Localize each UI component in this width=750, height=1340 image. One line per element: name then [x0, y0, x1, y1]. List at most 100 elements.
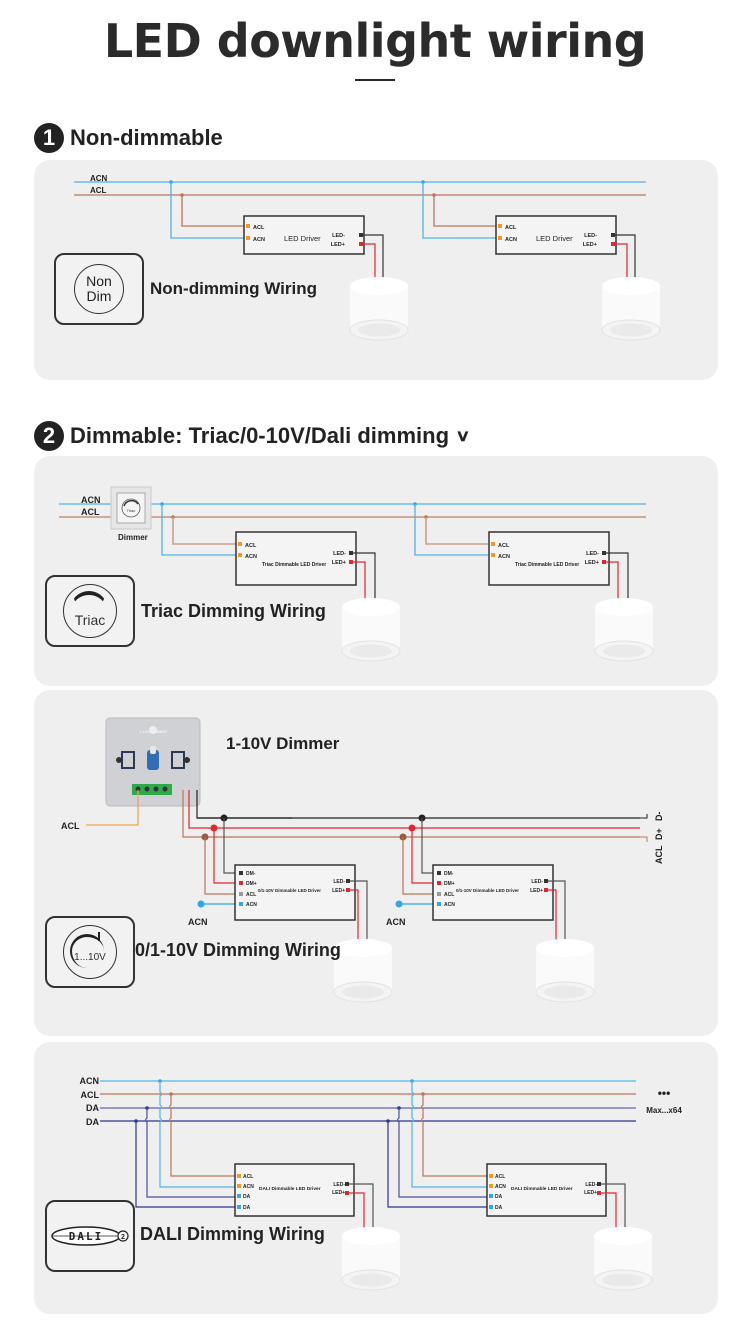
- terminal: [489, 1194, 493, 1198]
- v010-diagram: 1-10V DIMMER 1-10V Dimmer ACL D- D+ ACL: [61, 717, 664, 1003]
- wire: [213, 828, 239, 884]
- terminal: [349, 560, 353, 564]
- terminal: [594, 1234, 652, 1280]
- terminal: [237, 1194, 241, 1198]
- dimmer-title: 1-10V Dimmer: [226, 734, 340, 753]
- downlight-icon: [593, 1227, 653, 1291]
- wire: [387, 1121, 490, 1208]
- diagram-label: Triac Dimmable LED Driver: [262, 562, 326, 568]
- terminal: [544, 888, 548, 892]
- lamp-shape: [350, 277, 408, 295]
- diagram-label: ACN: [498, 554, 510, 560]
- triac-icon: Triac: [45, 575, 135, 647]
- terminal: [350, 284, 408, 330]
- terminal: [489, 1174, 493, 1178]
- driver-unit: ACL ACN DA DA DALI Dimmable LED Driver L…: [386, 1079, 626, 1228]
- diagram-label: ACL: [243, 1174, 253, 1180]
- number-badge: 2: [34, 421, 64, 451]
- number-badge: 1: [34, 123, 64, 153]
- junction-dot: [162, 786, 168, 792]
- dimmer-label: Dimmer: [118, 533, 148, 542]
- diagram-label: DA: [243, 1194, 251, 1200]
- panel-0-10v: 1-10V DIMMER 1-10V Dimmer ACL D- D+ ACL: [34, 690, 718, 1036]
- diagram-label: LED-: [586, 551, 599, 557]
- terminal: [237, 1205, 241, 1209]
- diagram-label: DA: [86, 1103, 99, 1113]
- diagram-label: ACL: [245, 543, 257, 549]
- diagram-label: DM-: [444, 871, 454, 877]
- terminal: [602, 551, 606, 555]
- junction-dot: [144, 786, 150, 792]
- driver-unit: ACL ACN Triac Dimmable LED Driver LED- L…: [160, 502, 376, 599]
- triac-diagram: ACN ACL Triac Dimmer ACL ACN Triac Dimma…: [59, 486, 654, 662]
- diagram-label: ACL: [246, 892, 256, 898]
- terminal: [602, 284, 660, 330]
- more-icon: •••: [658, 1086, 671, 1100]
- diagram-label: LED-: [333, 879, 345, 885]
- diagram-label: ACN: [81, 495, 101, 505]
- diagram-label: 2: [121, 1234, 125, 1241]
- lamp-shape: [342, 1227, 400, 1245]
- wire: [168, 1094, 238, 1177]
- wire: [640, 836, 648, 842]
- terminal: [437, 871, 441, 875]
- diagram-label: ACN: [444, 902, 455, 908]
- diagram-label: ACL: [495, 1174, 505, 1180]
- wiring-label-0-10v: 0/1-10V Dimming Wiring: [135, 940, 341, 960]
- wire: [615, 243, 628, 278]
- lamp-shape: [342, 985, 384, 999]
- terminal: [342, 605, 400, 651]
- wire: [414, 504, 492, 556]
- wire: [363, 234, 384, 278]
- downlight-icon: [333, 939, 393, 1003]
- diagram-label: ACN: [245, 554, 257, 560]
- downlight-icon: [535, 939, 595, 1003]
- lamp-shape: [544, 985, 586, 999]
- diagram-label: D+: [654, 828, 664, 840]
- non-dim-diagram: ACN ACL ACL ACN LED Driver LED- LED+: [74, 174, 661, 341]
- bus-label-acn: ACN: [90, 174, 108, 183]
- wire: [196, 790, 292, 819]
- wire: [159, 1081, 238, 1188]
- 1-10v-icon: 1...10V: [45, 916, 135, 988]
- wiring-label-dali: DALI Dimming Wiring: [140, 1224, 325, 1244]
- wire: [144, 1108, 238, 1198]
- diagram-label: ACN: [188, 917, 208, 927]
- wire: [396, 1108, 490, 1198]
- wire: [601, 1192, 617, 1228]
- diagram-label: LED+: [584, 1190, 597, 1196]
- wire: [425, 517, 492, 545]
- wire: [350, 889, 359, 940]
- junction-dot: [149, 726, 157, 734]
- wire: [433, 195, 498, 227]
- wire: [86, 790, 139, 826]
- wire: [353, 552, 376, 599]
- diagram-label: LED+: [331, 242, 345, 248]
- downlight-icon: [341, 1227, 401, 1291]
- terminal: [432, 864, 554, 921]
- terminal: [498, 224, 502, 228]
- lamp-shape: [602, 1273, 644, 1287]
- lamp-shape: [603, 644, 645, 658]
- terminal: [342, 1234, 400, 1280]
- panel-dali: ACN ACL DA DA ••• Max...x64 ACL ACN DA D: [34, 1042, 718, 1314]
- diagram-label: ACL: [253, 225, 265, 231]
- downlight-icon: [601, 277, 661, 341]
- triac-dimmer-switch: Triac: [110, 486, 152, 530]
- diagram-label: Triac: [127, 508, 136, 513]
- wire: [601, 1183, 626, 1228]
- terminal: [536, 946, 594, 992]
- terminal: [359, 242, 363, 246]
- terminal: [611, 242, 615, 246]
- wire: [349, 1183, 374, 1228]
- diagram-label: LED+: [332, 888, 345, 894]
- wire: [204, 837, 239, 895]
- driver-unit: ACL ACN Triac Dimmable LED Driver LED- L…: [413, 502, 629, 599]
- terminal: [437, 902, 441, 906]
- diagram-label: LED-: [332, 233, 345, 239]
- chevron-down-icon[interactable]: ∨: [455, 428, 471, 445]
- diagram-label: ACN: [246, 902, 257, 908]
- section-heading-label: Non-dimmable: [70, 125, 223, 150]
- diagram-label: LED-: [531, 879, 543, 885]
- wire: [606, 552, 629, 599]
